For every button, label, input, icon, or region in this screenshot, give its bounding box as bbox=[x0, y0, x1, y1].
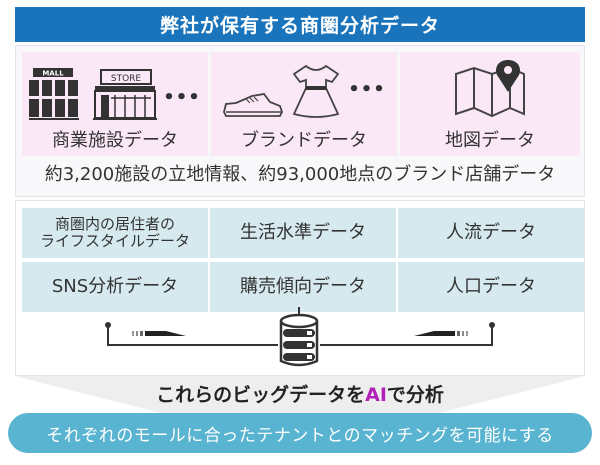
category-map: 地図データ bbox=[400, 52, 580, 156]
result-banner: それぞれのモールに合ったテナントとのマッチングを可能にする bbox=[8, 413, 592, 453]
cell-lifestyle-data: 商圏内の居住者の ライフスタイルデータ bbox=[22, 208, 208, 258]
flow-chevron bbox=[15, 376, 585, 414]
ai-highlight: AI bbox=[365, 384, 387, 406]
analysis-data-panel: 商圏内の居住者の ライフスタイルデータ 生活水準データ 人流データ SNS分析デ… bbox=[15, 200, 585, 376]
cell-people-flow-data: 人流データ bbox=[398, 208, 584, 258]
page-title: 弊社が保有する商圏分析データ bbox=[15, 7, 585, 42]
cell-label-line1: 商圏内の居住者の bbox=[54, 214, 175, 233]
left-arrow-icon bbox=[414, 331, 468, 336]
cell-living-standard-data: 生活水準データ bbox=[210, 208, 396, 258]
cell-population-data: 人口データ bbox=[398, 262, 584, 312]
right-arrow-icon bbox=[132, 331, 186, 336]
cell-purchase-trend-data: 購売傾向データ bbox=[210, 262, 396, 312]
svg-text:MALL: MALL bbox=[43, 70, 65, 78]
store-icon: STORE bbox=[93, 68, 158, 120]
category-brand: ••• ブランドデータ bbox=[211, 52, 397, 156]
ellipsis-icon: ••• bbox=[163, 87, 201, 108]
ai-analysis-caption: これらのビッグデータをAIで分析 bbox=[0, 380, 600, 407]
cell-sns-analysis-data: SNS分析データ bbox=[22, 262, 208, 312]
category-label: 商業施設データ bbox=[52, 130, 178, 151]
category-label: 地図データ bbox=[445, 130, 535, 151]
svg-text:STORE: STORE bbox=[111, 74, 142, 84]
data-flow-connector bbox=[105, 307, 495, 367]
category-label: ブランドデータ bbox=[241, 130, 367, 151]
data-source-panel: MALL STORE ••• 商業 bbox=[15, 45, 585, 197]
category-commercial-facilities: MALL STORE ••• 商業 bbox=[22, 52, 208, 156]
sneaker-icon bbox=[222, 90, 284, 120]
map-pin-icon bbox=[452, 60, 528, 120]
caption-suffix: で分析 bbox=[386, 384, 444, 406]
data-volume-summary: 約3,200施設の立地情報、約93,000地点のブランド店舗データ bbox=[44, 164, 556, 185]
dress-icon bbox=[290, 64, 342, 120]
caption-prefix: これらのビッグデータを bbox=[156, 384, 366, 406]
mall-icon: MALL bbox=[29, 68, 87, 120]
ellipsis-icon: ••• bbox=[348, 79, 386, 100]
cell-label-line2: ライフスタイルデータ bbox=[39, 232, 190, 250]
database-icon bbox=[279, 313, 319, 367]
